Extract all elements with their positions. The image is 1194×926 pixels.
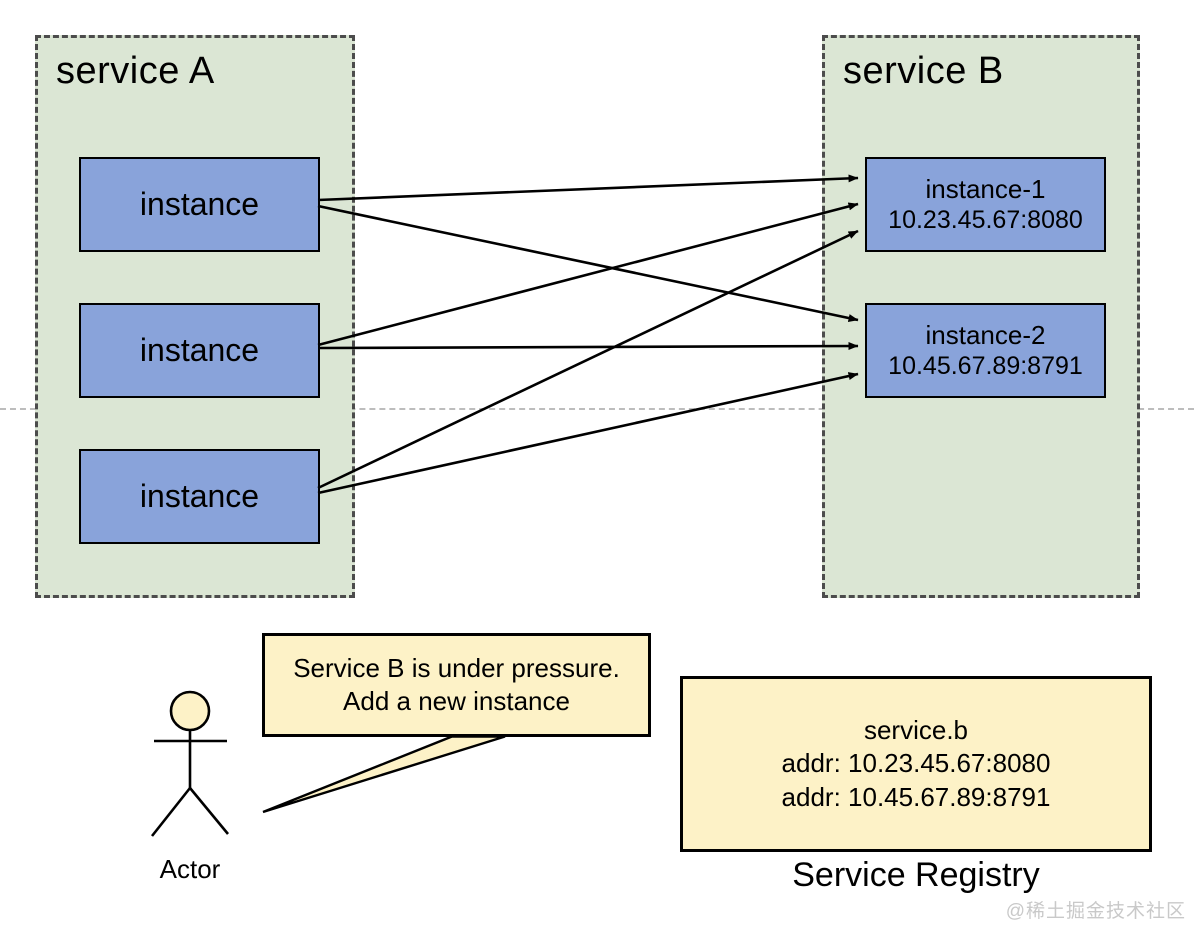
service-b-instance-1-name: instance-1 [925, 173, 1046, 204]
service-a-instance-1-label: instance [139, 186, 260, 222]
actor-figure [150, 690, 230, 837]
service-b-title: service B [843, 50, 1004, 92]
service-b-instance-2-name: instance-2 [925, 319, 1046, 350]
actor-left-leg [150, 787, 192, 837]
service-b-instance-2: instance-2 10.45.67.89:8791 [865, 303, 1106, 398]
service-a-instance-3: instance [79, 449, 320, 544]
registry-service-name: service.b [863, 714, 969, 745]
arrow-a3-to-b1 [317, 229, 859, 490]
service-registry-label: Service Registry [792, 856, 1040, 894]
arrow-a2-to-b1 [317, 202, 859, 347]
arrow-a1-to-b1 [317, 174, 859, 202]
speech-line-1: Service B is under pressure. [293, 653, 620, 683]
speech-bubble-tail [262, 735, 506, 814]
actor-right-leg [188, 787, 230, 835]
service-a-title: service A [56, 50, 215, 92]
service-b-group: service B instance-1 10.23.45.67:8080 in… [822, 35, 1140, 598]
actor-head [169, 690, 211, 732]
speech-bubble: Service B is under pressure. Add a new i… [262, 633, 651, 737]
service-a-instance-1: instance [79, 157, 320, 252]
registry-address-2: addr: 10.45.67.89:8791 [781, 781, 1051, 812]
arrow-a3-to-b2 [317, 372, 859, 495]
service-b-instance-2-address: 10.45.67.89:8791 [888, 351, 1083, 380]
service-a-instance-2-label: instance [139, 332, 260, 368]
service-a-instance-3-label: instance [139, 478, 260, 514]
service-registry-box: service.b addr: 10.23.45.67:8080 addr: 1… [680, 676, 1152, 852]
service-b-instance-1-address: 10.23.45.67:8080 [888, 205, 1083, 234]
arrow-a2-to-b2 [317, 342, 859, 351]
arrow-a1-to-b2 [317, 204, 859, 322]
watermark-text: @稀土掘金技术社区 [1005, 901, 1186, 922]
registry-address-1: addr: 10.23.45.67:8080 [781, 748, 1051, 779]
service-b-instance-1: instance-1 10.23.45.67:8080 [865, 157, 1106, 252]
actor-label: Actor [159, 854, 221, 884]
service-a-instance-2: instance [79, 303, 320, 398]
speech-line-2: Add a new instance [343, 686, 570, 716]
service-a-group: service A instance instance instance [35, 35, 355, 598]
